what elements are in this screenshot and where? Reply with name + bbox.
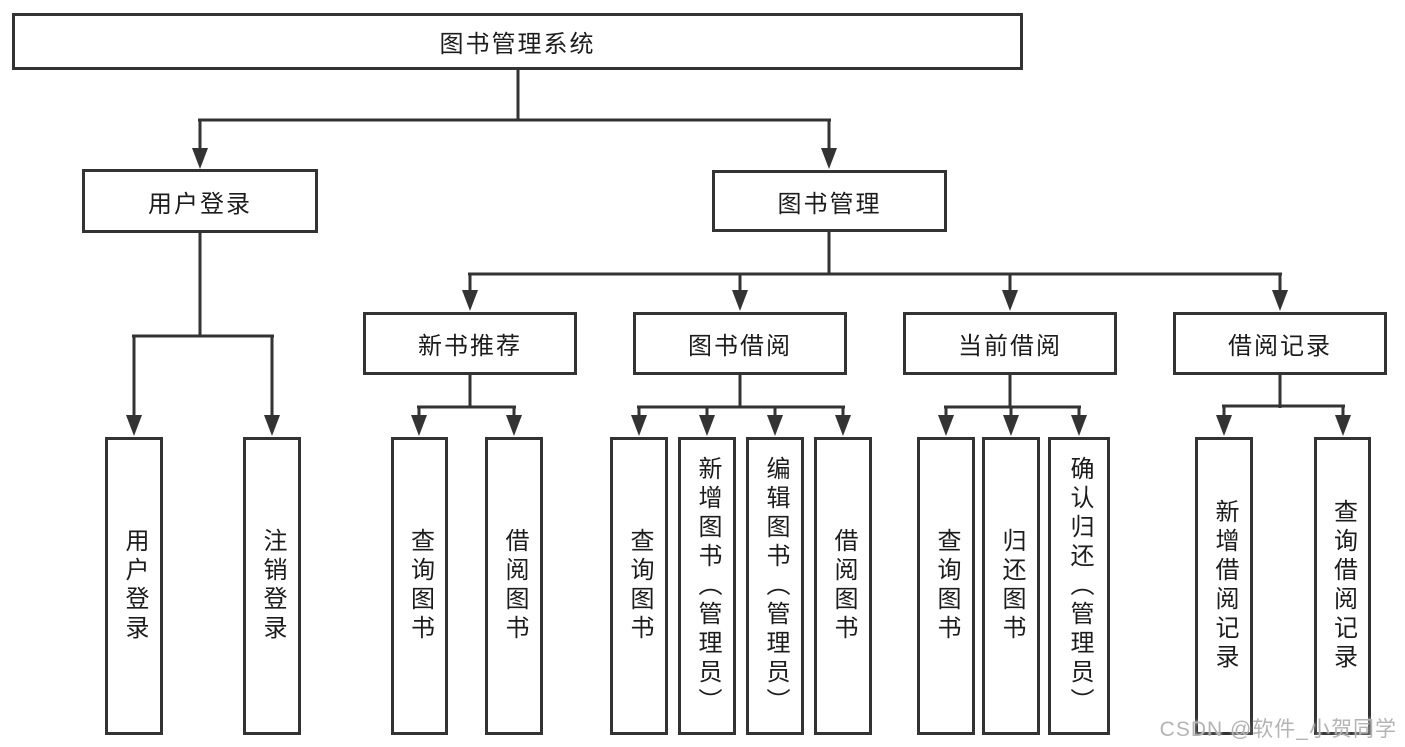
- arrowhead-icon: [1002, 290, 1018, 311]
- arrowhead-icon: [732, 290, 748, 311]
- arrowhead-icon: [699, 415, 715, 436]
- node-label: 借阅图书: [501, 528, 528, 644]
- node-new-book-recommend: 新书推荐: [363, 312, 577, 375]
- leaf-borrow-books-recommend: 借阅图书: [485, 437, 543, 735]
- csdn-watermark: CSDN @软件_小贺同学: [1159, 718, 1397, 741]
- arrowhead-icon: [1216, 415, 1232, 436]
- leaf-query-borrow-record: 查询借阅记录: [1314, 437, 1371, 735]
- arrowhead-icon: [506, 415, 522, 436]
- node-label: 编辑图书（管理员）: [762, 455, 789, 717]
- arrowhead-icon: [835, 415, 851, 436]
- node-label: 图书借阅: [688, 333, 792, 360]
- node-book-management: 图书管理: [712, 170, 947, 232]
- arrowhead-icon: [767, 415, 783, 436]
- node-label: 当前借阅: [958, 333, 1062, 360]
- leaf-edit-books-admin: 编辑图书（管理员）: [746, 437, 804, 735]
- arrowhead-icon: [938, 415, 954, 436]
- arrowhead-icon: [411, 415, 427, 436]
- node-label: 注销登录: [259, 528, 286, 644]
- node-user-login: 用户登录: [82, 169, 318, 233]
- leaf-return-books: 归还图书: [982, 437, 1040, 735]
- leaf-add-books-admin: 新增图书（管理员）: [678, 437, 736, 735]
- arrowhead-icon: [821, 148, 837, 169]
- arrowhead-icon: [1335, 415, 1351, 436]
- node-label: 归还图书: [998, 528, 1025, 644]
- node-label: 借阅记录: [1228, 333, 1332, 360]
- arrowhead-icon: [264, 415, 280, 436]
- node-label: 借阅图书: [830, 528, 857, 644]
- node-label: 新增借阅记录: [1211, 499, 1238, 673]
- leaf-query-books-borrowing: 查询图书: [610, 437, 668, 735]
- node-label: 图书管理系统: [439, 31, 596, 58]
- node-current-borrowing: 当前借阅: [903, 312, 1117, 375]
- leaf-query-books-recommend: 查询图书: [391, 437, 448, 735]
- arrowhead-icon: [631, 415, 647, 436]
- node-label: 查询图书: [406, 528, 434, 644]
- leaf-query-books-current: 查询图书: [917, 437, 975, 735]
- node-label: 查询图书: [933, 528, 960, 644]
- leaf-confirm-return-admin: 确认归还（管理员）: [1048, 437, 1110, 735]
- arrowhead-icon: [1003, 415, 1019, 436]
- node-borrowing-records: 借阅记录: [1173, 312, 1387, 375]
- node-label: 确认归还（管理员）: [1066, 455, 1093, 717]
- leaf-borrow-books: 借阅图书: [814, 437, 872, 735]
- node-label: 用户登录: [148, 190, 252, 218]
- node-label: 新书推荐: [418, 333, 522, 360]
- node-label: 新增图书（管理员）: [694, 455, 721, 717]
- node-label: 用户登录: [121, 528, 148, 644]
- leaf-logout: 注销登录: [243, 437, 301, 735]
- node-label: 查询图书: [626, 528, 653, 644]
- arrowhead-icon: [126, 415, 142, 436]
- leaf-add-borrow-record: 新增借阅记录: [1195, 437, 1253, 735]
- arrowhead-icon: [462, 290, 478, 311]
- node-library-management-system: 图书管理系统: [12, 13, 1023, 70]
- arrowhead-icon: [1071, 415, 1087, 436]
- arrowhead-icon: [1272, 290, 1288, 311]
- node-label: 查询借阅记录: [1329, 499, 1357, 673]
- leaf-user-login: 用户登录: [105, 437, 163, 735]
- node-book-borrowing: 图书借阅: [633, 312, 847, 375]
- arrowhead-icon: [192, 148, 208, 169]
- node-label: 图书管理: [777, 190, 882, 218]
